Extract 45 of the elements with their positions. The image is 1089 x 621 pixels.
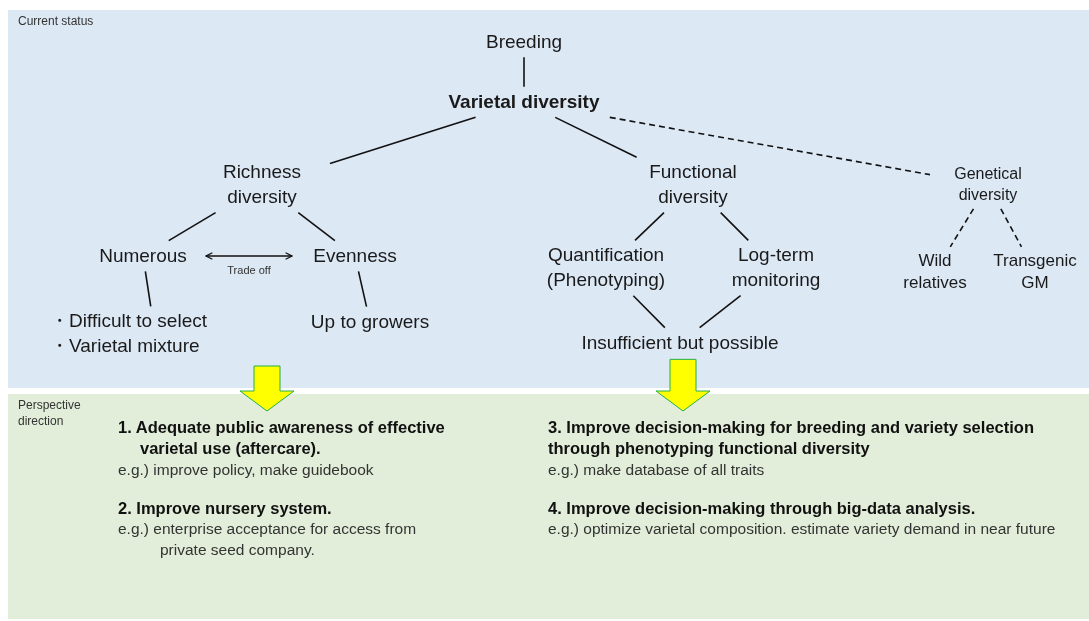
node-label: Up to growers (310, 309, 430, 334)
node-label: Richness diversity (221, 160, 303, 209)
connector-line (205, 252, 293, 260)
node-label: Transgenic GM (992, 249, 1078, 294)
block-arrow (655, 358, 711, 412)
item-heading: 3. Improve decision-making for breeding and variety selection through phenotyping functional diversity (548, 417, 1035, 460)
item-heading: 1. Adequate public awareness of effective varietal use (aftercare). (118, 417, 446, 460)
panel-background (8, 394, 1089, 619)
dashed-connector (1000, 208, 1023, 248)
node-label: Genetical diversity (953, 164, 1023, 205)
example-text: e.g.) optimize varietal composition. estimate variety demand in near future (548, 519, 1057, 540)
edge-label: Trade off (225, 265, 273, 276)
item-heading: 2. Improve nursery system. (118, 498, 333, 519)
connector-line (632, 294, 666, 329)
panel-background (8, 10, 1089, 388)
node-label: Wild relatives (902, 249, 968, 294)
node-label: Varietal diversity (448, 89, 600, 114)
node-label: Breeding (485, 29, 563, 54)
connector-line (329, 116, 477, 165)
list-item: ・Varietal mixture (50, 334, 200, 358)
example-text: e.g.) enterprise acceptance for access from private seed company. (118, 519, 418, 560)
example-text: e.g.) make database of all traits (548, 459, 766, 480)
dashed-connector (949, 208, 975, 248)
panel-heading: Perspective direction (18, 398, 82, 430)
node-label: Evenness (313, 243, 397, 268)
connector-line (719, 211, 750, 242)
example-text: e.g.) improve policy, make guidebook (118, 459, 375, 480)
dashed-connector (609, 116, 931, 176)
node-label: Functional diversity (648, 160, 738, 209)
connector-line (634, 211, 665, 242)
connector-line (144, 270, 152, 308)
connector-line (167, 211, 217, 242)
block-arrow (239, 365, 295, 412)
panel-heading: Current status (18, 14, 95, 30)
connector-line (523, 56, 525, 88)
node-label: Numerous (99, 243, 187, 268)
connector-line (297, 211, 336, 242)
node-label: Quantification (Phenotyping) (545, 243, 667, 292)
node-label: Log-term monitoring (730, 243, 822, 292)
connector-line (698, 294, 742, 329)
connector-line (554, 116, 638, 159)
item-heading: 4. Improve decision-making through big-data analysis. (548, 498, 977, 519)
list-item: ・Difficult to select (50, 309, 207, 334)
connector-line (357, 270, 368, 308)
node-label: Insufficient but possible (581, 330, 779, 355)
